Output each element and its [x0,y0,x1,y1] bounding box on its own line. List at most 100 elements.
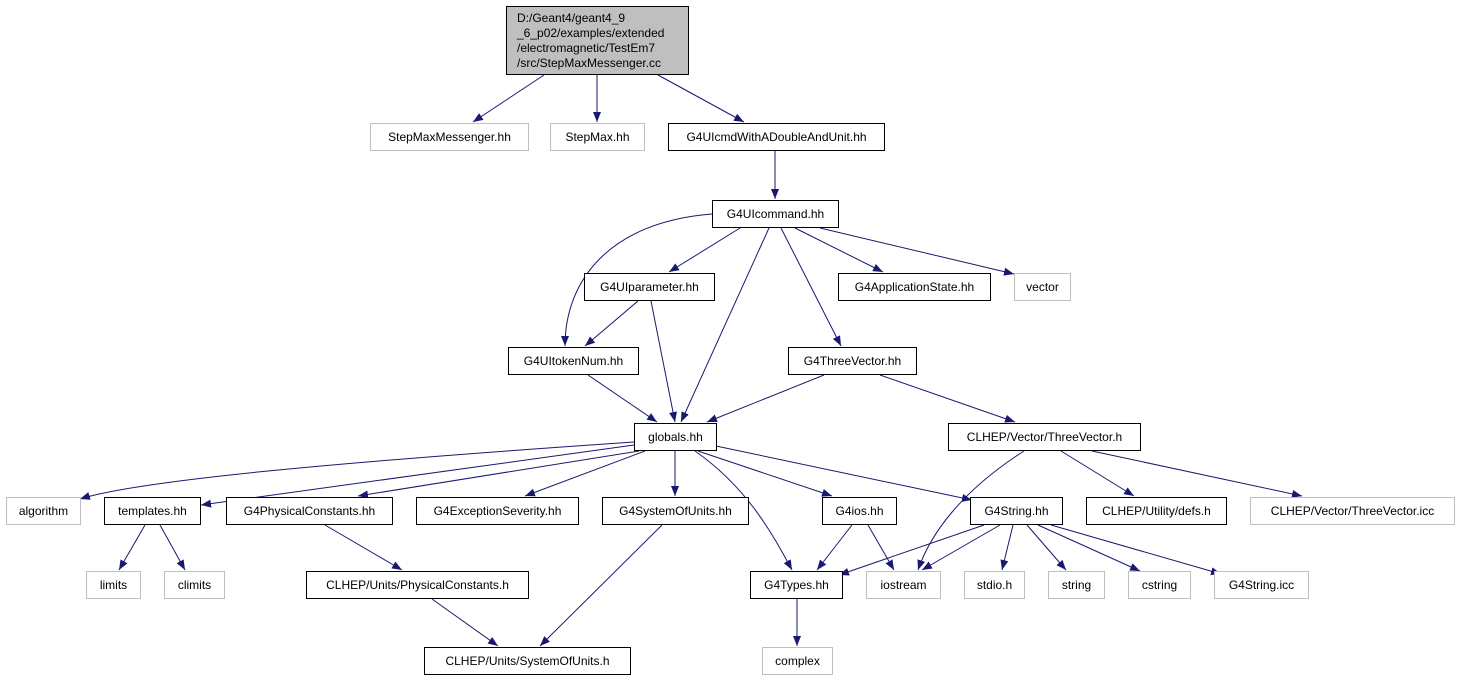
node-box [750,571,843,599]
edge-g4uicommand_hh-to-globals_hh [680,227,770,423]
node-vector: vector [1014,273,1071,301]
edge-g4uiparameter_hh-to-globals_hh [650,300,677,423]
node-label: G4ExceptionSeverity.hh [434,504,562,518]
node-stepmax_hh: StepMax.hh [550,123,645,151]
edge-clhep_threevector_h-to-clhep_defs_h [1060,450,1135,497]
node-iostream: iostream [866,571,941,599]
node-root[interactable]: D:/Geant4/geant4_9_6_p02/examples/extend… [506,6,689,75]
node-box [970,497,1063,525]
node-label: CLHEP/Units/PhysicalConstants.h [326,578,509,592]
node-string: string [1048,571,1105,599]
node-label: /electromagnetic/TestEm7 [517,41,655,55]
node-g4types_hh[interactable]: G4Types.hh [750,571,843,599]
node-globals_hh[interactable]: globals.hh [634,423,717,451]
node-box [866,571,941,599]
node-label: StepMaxMessenger.hh [388,130,511,144]
node-g4ios_hh[interactable]: G4ios.hh [822,497,897,525]
node-clhep_systemofunits_h[interactable]: CLHEP/Units/SystemOfUnits.h [424,647,631,675]
node-g4uitokennum_hh[interactable]: G4UItokenNum.hh [508,347,639,375]
node-complex: complex [762,647,833,675]
node-g4systemofunits_hh[interactable]: G4SystemOfUnits.hh [602,497,749,525]
edge-g4string_hh-to-g4types_hh [838,524,985,576]
node-label: CLHEP/Utility/defs.h [1102,504,1211,518]
node-clhep_defs_h[interactable]: CLHEP/Utility/defs.h [1086,497,1227,525]
node-box [424,647,631,675]
node-box [1014,273,1071,301]
node-climits: climits [164,571,225,599]
node-label: /src/StepMaxMessenger.cc [517,56,661,70]
edge-root-to-g4uicmdwithadoubleandunit_hh [657,74,745,123]
node-label: G4ThreeVector.hh [804,354,901,368]
node-g4exceptionseverity_hh[interactable]: G4ExceptionSeverity.hh [416,497,579,525]
edge-g4string_hh-to-g4string_icc [1050,524,1222,576]
edge-g4uicommand_hh-to-g4threevector_hh [780,227,842,347]
node-label: G4String.icc [1229,578,1294,592]
node-box [306,571,529,599]
node-box [550,123,645,151]
edge-templates_hh-to-climits [159,524,186,571]
edge-g4uicommand_hh-to-g4uiparameter_hh [668,227,741,273]
node-stepmaxmessenger_hh: StepMaxMessenger.hh [370,123,529,151]
node-box [948,423,1141,451]
node-g4physicalconstants_hh[interactable]: G4PhysicalConstants.hh [226,497,393,525]
edge-g4string_hh-to-stdio_h [1000,524,1014,571]
node-templates_hh[interactable]: templates.hh [104,497,201,525]
edge-g4string_hh-to-string [1026,524,1067,571]
edge-g4physicalconstants_hh-to-clhep_physicalconstants_h [324,524,403,571]
node-label: G4ApplicationState.hh [855,280,974,294]
node-label: templates.hh [118,504,187,518]
node-g4uiparameter_hh[interactable]: G4UIparameter.hh [584,273,715,301]
node-clhep_threevector_icc: CLHEP/Vector/ThreeVector.icc [1250,497,1455,525]
edge-globals_hh-to-g4ios_hh [697,450,833,497]
node-g4string_hh[interactable]: G4String.hh [970,497,1063,525]
node-label: stdio.h [977,578,1012,592]
edges-layer [79,74,1303,647]
node-box [6,497,81,525]
edge-g4uicommand_hh-to-vector [819,227,1015,276]
node-label: G4UIcmdWithADoubleAndUnit.hh [686,130,866,144]
node-clhep_physicalconstants_h[interactable]: CLHEP/Units/PhysicalConstants.h [306,571,529,599]
node-label: G4ios.hh [835,504,883,518]
node-box [506,6,689,75]
node-box [584,273,715,301]
node-label: algorithm [19,504,68,518]
node-box [634,423,717,451]
node-box [1250,497,1455,525]
nodes-layer: D:/Geant4/geant4_9_6_p02/examples/extend… [6,6,1455,675]
node-label: CLHEP/Units/SystemOfUnits.h [445,654,609,668]
node-box [104,497,201,525]
edge-globals_hh-to-g4physicalconstants_hh [357,450,640,499]
node-box [822,497,897,525]
node-label: string [1062,578,1091,592]
edge-g4systemofunits_hh-to-clhep_systemofunits_h [539,524,663,647]
node-label: StepMax.hh [565,130,629,144]
node-label: globals.hh [648,430,703,444]
node-g4applicationstate_hh[interactable]: G4ApplicationState.hh [838,273,991,301]
node-g4threevector_hh[interactable]: G4ThreeVector.hh [788,347,917,375]
node-box [164,571,225,599]
edge-g4uicommand_hh-to-g4uitokennum_hh [561,213,713,347]
edge-globals_hh-to-templates_hh [200,444,635,508]
node-label: G4String.hh [984,504,1048,518]
node-box [1086,497,1227,525]
node-box [668,123,885,151]
node-box [964,571,1025,599]
node-label: CLHEP/Vector/ThreeVector.h [967,430,1122,444]
node-box [370,123,529,151]
node-box [712,200,839,228]
node-g4uicmdwithadoubleandunit_hh[interactable]: G4UIcmdWithADoubleAndUnit.hh [668,123,885,151]
node-g4uicommand_hh[interactable]: G4UIcommand.hh [712,200,839,228]
node-label: _6_p02/examples/extended [516,26,664,40]
node-label: G4PhysicalConstants.hh [244,504,375,518]
edge-globals_hh-to-g4string_hh [715,445,973,502]
node-label: G4Types.hh [764,578,829,592]
node-clhep_threevector_h[interactable]: CLHEP/Vector/ThreeVector.h [948,423,1141,451]
node-stdio_h: stdio.h [964,571,1025,599]
node-label: G4SystemOfUnits.hh [619,504,732,518]
node-box [1128,571,1191,599]
node-box [838,273,991,301]
edge-clhep_threevector_h-to-iostream [917,450,1025,571]
node-box [226,497,393,525]
node-label: CLHEP/Vector/ThreeVector.icc [1271,504,1434,518]
node-box [86,571,141,599]
